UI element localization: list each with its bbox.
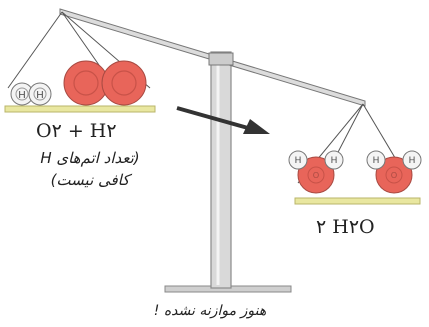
beam-pivot: [208, 52, 234, 66]
left-pan: [4, 105, 156, 113]
o2-molecule: [63, 60, 147, 106]
o-atom-label: O: [391, 171, 397, 180]
h-atom-label: H: [295, 155, 302, 165]
left-note-line1: (تعداد اتم‌های H: [40, 149, 140, 167]
scale-pole: [210, 51, 232, 289]
right-pan: [294, 197, 421, 205]
h2o-molecule: H O H: [288, 150, 344, 194]
h2-molecule: H H: [10, 82, 52, 106]
h-atom-label: H: [18, 90, 25, 101]
left-note-line2: کافی نیست): [50, 171, 130, 189]
h-atom-label: H: [36, 90, 43, 101]
h-atom-label: H: [331, 155, 338, 165]
h-atom-label: H: [409, 155, 416, 165]
right-formula: ۲ H۲O: [316, 216, 375, 238]
h2o-molecule: H O H: [366, 150, 422, 194]
diagram-caption: هنوز موازنه نشده !: [153, 303, 267, 319]
left-formula: O۲ + H۲: [36, 120, 117, 142]
arrow-icon: [176, 106, 270, 134]
h-atom-label: H: [373, 155, 380, 165]
o-atom-label: O: [313, 171, 319, 180]
